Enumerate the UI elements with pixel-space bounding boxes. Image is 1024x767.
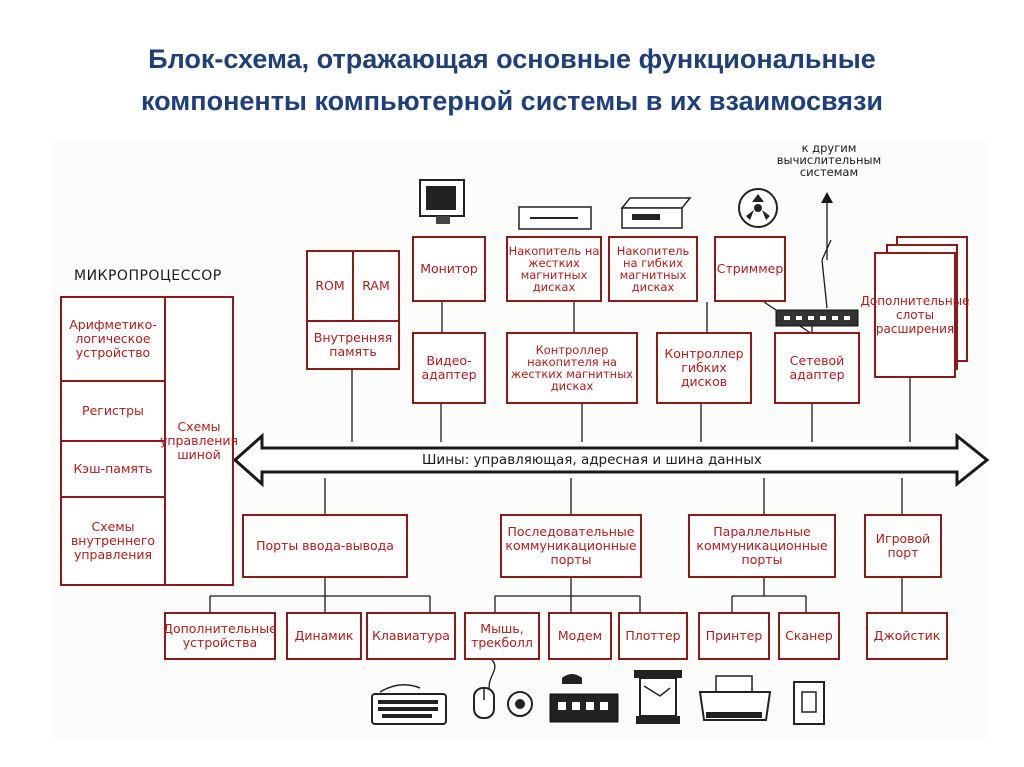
parallel-ports-box: Параллельные коммуникационные порты xyxy=(688,514,836,578)
block-diagram: МИКРОПРОЦЕССОР Арифметико-логическое уст… xyxy=(52,140,990,740)
fdd-box: Накопитель на гибких магнитных дисках xyxy=(608,236,698,302)
io-ports-box: Порты ввода-вывода xyxy=(242,514,408,578)
scanner-box: Сканер xyxy=(778,612,840,660)
registers-box: Регистры xyxy=(60,380,166,442)
keyboard-box: Клавиатура xyxy=(366,612,456,660)
speaker-box: Динамик xyxy=(286,612,362,660)
modem-icon xyxy=(549,674,619,723)
internal-control-box: Схемы внутреннего управления xyxy=(60,496,166,586)
hard-drive-icon xyxy=(518,206,592,230)
tape-reel-icon xyxy=(738,188,778,228)
video-adapter-box: Видео-адаптер xyxy=(412,332,486,404)
page-title: Блок-схема, отражающая основные функцион… xyxy=(0,38,1024,122)
hdd-box: Накопитель на жестких магнитных дисках xyxy=(506,236,602,302)
keyboard-icon xyxy=(371,684,447,725)
title-line-1: Блок-схема, отражающая основные функцион… xyxy=(148,44,876,74)
mouse-icon xyxy=(473,687,533,719)
network-hub-icon xyxy=(775,309,859,327)
modem-box: Модем xyxy=(548,612,612,660)
monitor-icon xyxy=(419,179,465,224)
hdd-controller-box: Контроллер накопителя на жестких магнитн… xyxy=(506,332,638,404)
printer-icon xyxy=(698,675,772,721)
microprocessor-label: МИКРОПРОЦЕССОР xyxy=(74,268,222,284)
expansion-slots-box: Дополнительные слоты расширения xyxy=(860,252,970,378)
extra-devices-box: Дополнительные устройства xyxy=(163,612,277,660)
floppy-drive-icon xyxy=(620,197,692,229)
network-adapter-box: Сетевой адаптер xyxy=(774,332,860,404)
streamer-box: Стриммер xyxy=(714,236,786,302)
internal-memory-box: Внутренняя память xyxy=(306,320,400,370)
ram-box: RAM xyxy=(352,250,400,322)
plotter-icon xyxy=(634,670,682,724)
plotter-box: Плоттер xyxy=(618,612,688,660)
serial-ports-box: Последовательные коммуникационные порты xyxy=(500,514,642,578)
mouse-box: Мышь, трекболл xyxy=(464,612,540,660)
joystick-box: Джойстик xyxy=(866,612,948,660)
alu-box: Арифметико-логическое устройство xyxy=(60,296,166,382)
other-systems-label: к другим вычислительным системам xyxy=(776,141,882,179)
bus-label: Шины: управляющая, адресная и шина данны… xyxy=(422,452,762,468)
fdd-controller-box: Контроллер гибких дисков xyxy=(656,332,752,404)
printer-box: Принтер xyxy=(698,612,770,660)
bus-control-box: Схемы управления шиной xyxy=(160,296,238,586)
arrow-up-icon xyxy=(821,192,833,203)
rom-box: ROM xyxy=(306,250,354,322)
title-line-2: компоненты компьютерной системы в их вза… xyxy=(141,86,883,116)
joystick-port-icon xyxy=(793,681,825,725)
monitor-box: Монитор xyxy=(412,236,486,302)
game-port-box: Игровой порт xyxy=(864,514,942,578)
cache-box: Кэш-память xyxy=(60,440,166,498)
